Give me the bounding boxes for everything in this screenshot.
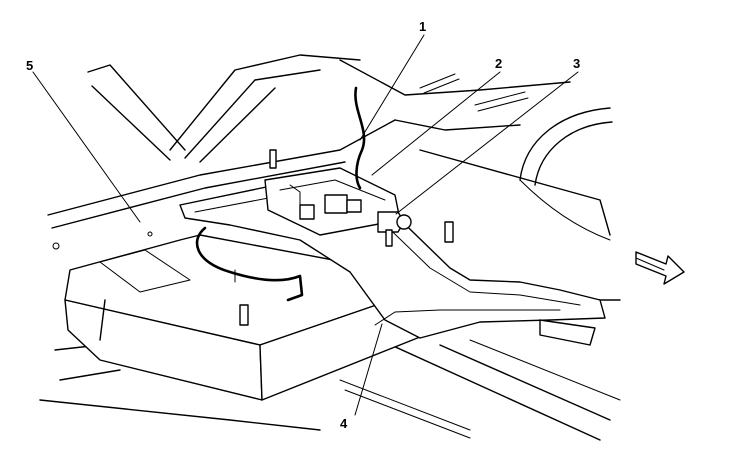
leader-lines bbox=[32, 34, 579, 416]
callout-1: 1 bbox=[419, 19, 426, 34]
vent-hose bbox=[354, 86, 366, 190]
callout-5: 5 bbox=[26, 58, 33, 73]
mounting-studs bbox=[239, 149, 454, 326]
floor-pan bbox=[39, 54, 621, 441]
forward-arrow-icon bbox=[635, 251, 685, 285]
sending-unit bbox=[264, 167, 412, 236]
wiring-harness bbox=[195, 226, 304, 302]
callout-2: 2 bbox=[495, 56, 502, 71]
callout-3: 3 bbox=[573, 56, 580, 71]
fuel-tank bbox=[64, 234, 426, 401]
callout-4: 4 bbox=[340, 416, 348, 431]
